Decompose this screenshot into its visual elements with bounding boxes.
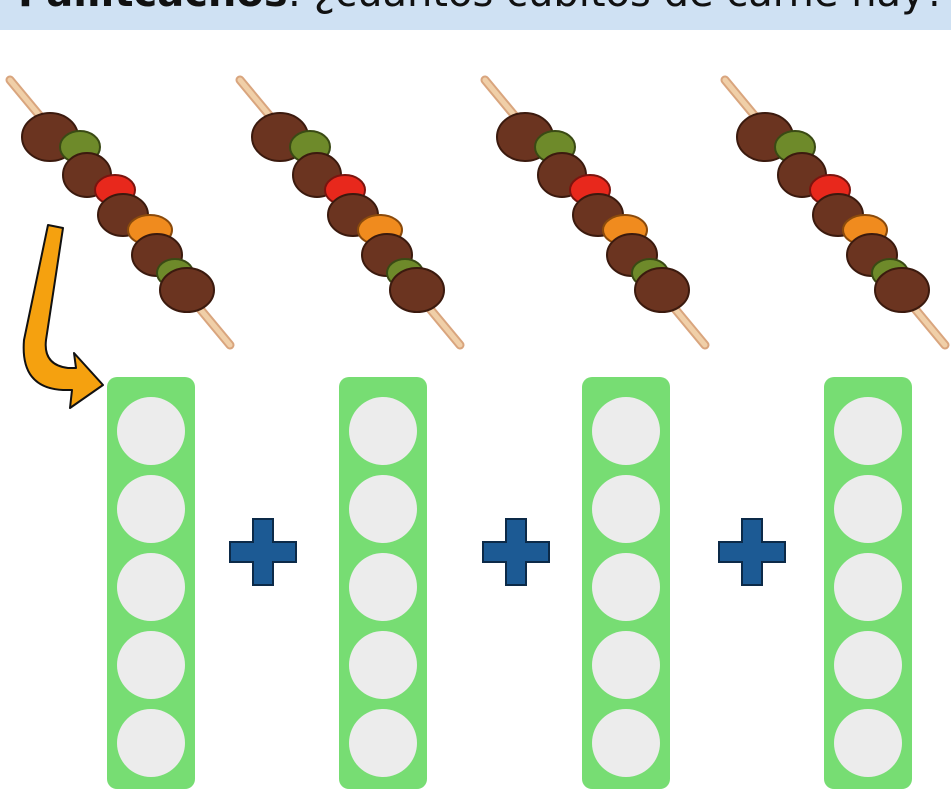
counting-slot[interactable] [117,475,185,543]
title-bold-word: Pallitcacnos [18,0,288,16]
counting-column-2 [339,377,427,789]
counting-slot[interactable] [117,397,185,465]
kebab-skewer-icon [235,75,475,360]
counting-slot[interactable] [349,709,417,777]
counting-slot[interactable] [117,553,185,621]
page-title: Pallitcacnos: ¿cuántos cubitos de carne … [18,0,946,16]
counting-slot[interactable] [592,631,660,699]
counting-slot[interactable] [592,553,660,621]
counting-slot[interactable] [592,397,660,465]
counting-slot[interactable] [834,397,902,465]
counting-slot[interactable] [349,475,417,543]
counting-column-1 [107,377,195,789]
counting-slot[interactable] [834,631,902,699]
plus-icon [718,518,786,586]
kebab-skewer-icon [480,75,720,360]
counting-slot[interactable] [117,631,185,699]
counting-slot[interactable] [592,709,660,777]
title-question: : ¿cuántos cubitos de carne hay? [288,0,946,16]
counting-slot[interactable] [834,475,902,543]
counting-column-4 [824,377,912,789]
counting-slot[interactable] [349,631,417,699]
counting-slot[interactable] [834,553,902,621]
counting-slot[interactable] [117,709,185,777]
plus-icon [229,518,297,586]
counting-column-3 [582,377,670,789]
counting-slot[interactable] [349,553,417,621]
counting-slot[interactable] [834,709,902,777]
title-bar: Pallitcacnos: ¿cuántos cubitos de carne … [0,0,951,30]
counting-slot[interactable] [592,475,660,543]
counting-slot[interactable] [349,397,417,465]
kebab-skewer-icon [720,75,951,360]
curved-arrow-icon [22,224,104,409]
plus-icon [482,518,550,586]
